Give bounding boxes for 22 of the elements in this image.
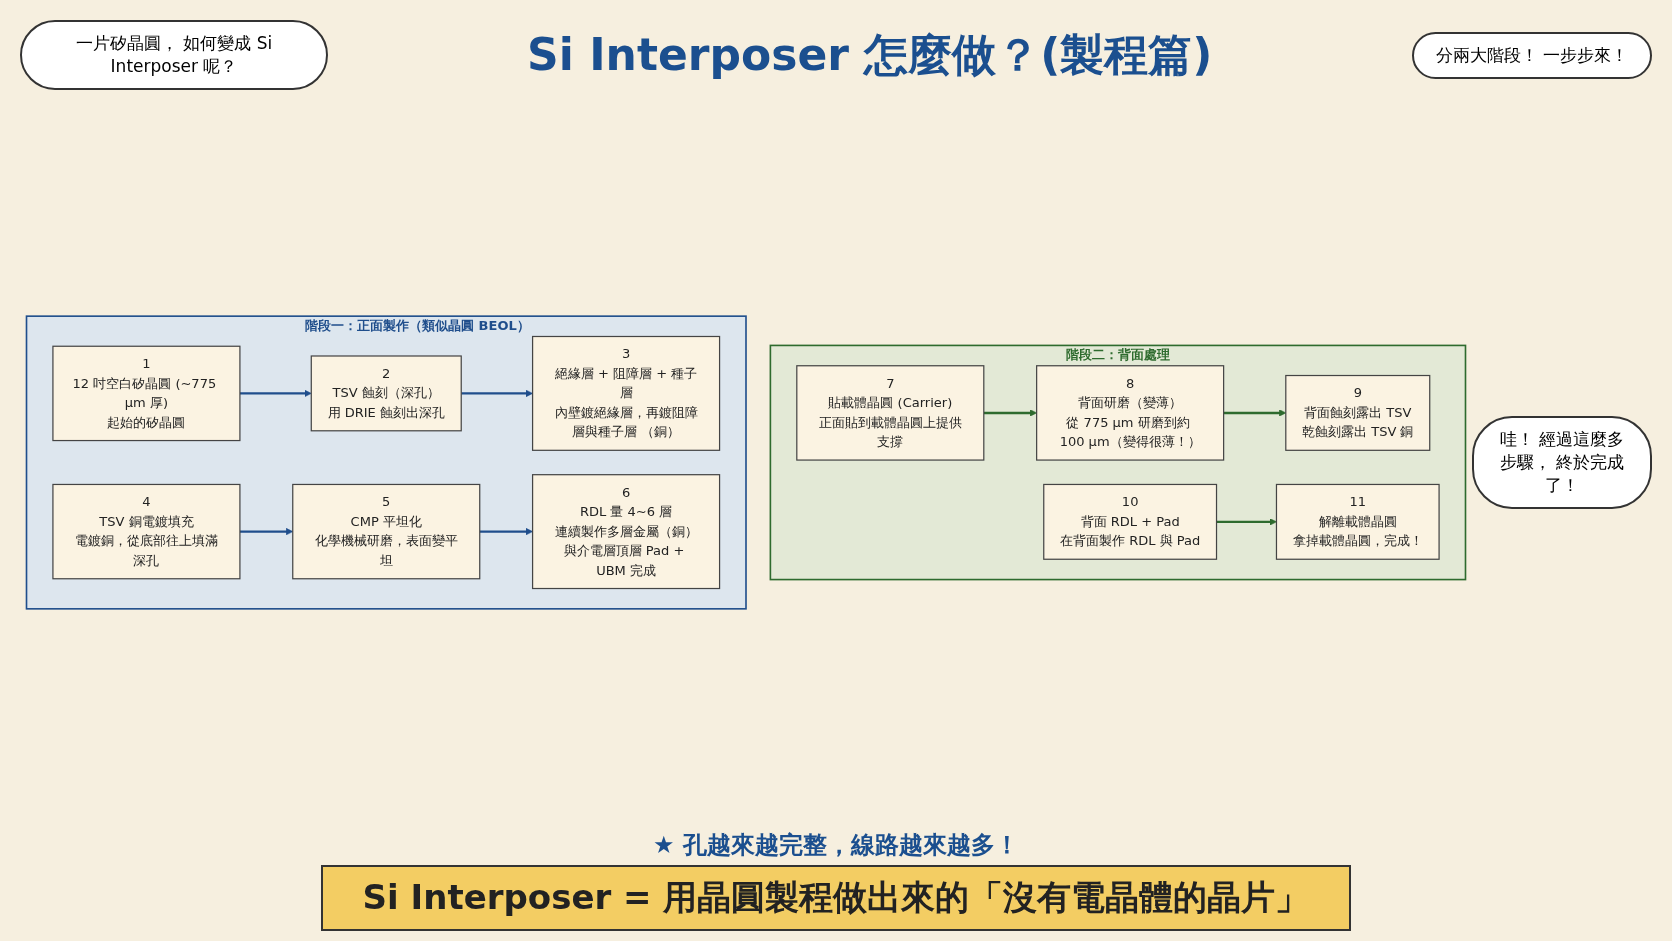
node-box: 2 TSV 蝕刻（深孔） 用 DRIE 蝕刻出深孔 <box>310 355 462 432</box>
arrow <box>461 389 533 397</box>
node-box: 1 12 吋空白矽晶圓 (~775 μm 厚) 起始的矽晶圓 <box>52 345 241 442</box>
node-box: 3 絕緣層 + 阻障層 + 種子層 內壁鍍絕緣層，再鍍阻障層與種子層 （銅） <box>532 335 721 451</box>
node-box: 6 RDL 量 4~6 層 連續製作多層金屬（銅）與介電層頂層 Pad + UBM 完成 <box>532 474 721 590</box>
node-box: 8 背面研磨（變薄） 從 775 μm 研磨到約 100 μm（變得很薄！） <box>1036 365 1225 461</box>
arrow <box>983 409 1037 417</box>
note-text: ★ 孔越來越完整，線路越來越多！ <box>653 830 1019 861</box>
arrow <box>1216 518 1277 526</box>
speech-bubble: 哇！ 經過這麼多步驟， 終於完成了！ <box>1472 416 1652 509</box>
speech-bubble: 分兩大階段！ 一步步來！ <box>1411 31 1652 79</box>
arrow <box>239 389 312 397</box>
node-box: 9 背面蝕刻露出 TSV 乾蝕刻露出 TSV 銅 <box>1285 374 1431 451</box>
node-box: 10 背面 RDL + Pad 在背面製作 RDL 與 Pad <box>1043 483 1218 560</box>
node-box: 7 貼載體晶圓 (Carrier) 正面貼到載體晶圓上提供支撐 <box>796 365 985 461</box>
node-box: 4 TSV 銅電鍍填充 電鍍銅，從底部往上填滿深孔 <box>52 483 241 580</box>
title: Si Interposer 怎麼做？(製程篇) <box>527 27 1213 82</box>
node-box: 5 CMP 平坦化 化學機械研磨，表面變平坦 <box>292 483 481 580</box>
node-box: 11 解離載體晶圓 拿掉載體晶圓，完成！ <box>1275 483 1440 560</box>
summary-banner: Si Interposer = 用晶圓製程做出來的「沒有電晶體的晶片」 <box>320 865 1352 931</box>
speech-bubble: 一片矽晶圓， 如何變成 Si Interposer 呢？ <box>20 20 328 90</box>
arrow <box>479 528 533 536</box>
